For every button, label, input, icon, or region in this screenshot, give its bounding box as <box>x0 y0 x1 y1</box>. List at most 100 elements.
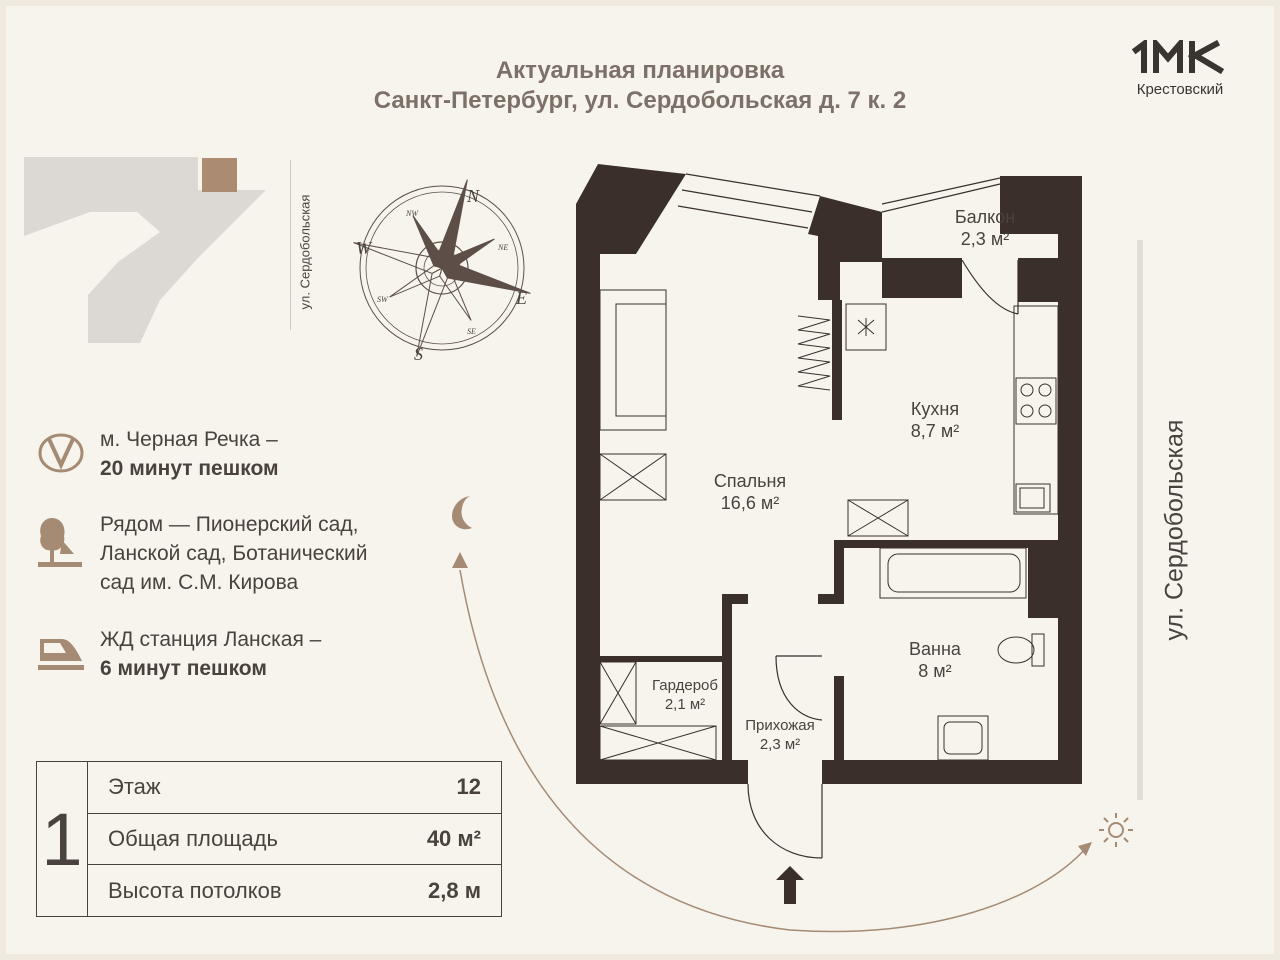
ventilation-icon <box>857 318 875 336</box>
bathroom-area: 8 м² <box>918 661 952 681</box>
park-tree-icon <box>38 518 82 567</box>
wall-balcony-right <box>1018 258 1082 302</box>
wall-bath-top <box>834 540 1060 548</box>
brand-mark-icon <box>1131 35 1225 75</box>
compass-nw: NW <box>405 209 419 218</box>
rail-line-1: ЖД станция Ланская – <box>100 628 322 651</box>
metro-line-2: 20 минут пешком <box>100 457 279 480</box>
site-building-highlight <box>202 158 237 192</box>
balcony-area: 2,3 м² <box>960 229 1010 249</box>
wardrobe-cabinet <box>599 661 637 725</box>
kitchen-name: Кухня <box>910 399 960 419</box>
floor-value: 12 <box>391 761 502 814</box>
compass-se: SE <box>467 327 476 336</box>
room-wardrobe: Гардероб 2,1 м² <box>640 676 730 714</box>
entry-door <box>747 655 823 859</box>
compass-e: E <box>515 288 527 308</box>
site-map <box>24 157 266 343</box>
parks-line-3: сад им. С.М. Кирова <box>100 571 299 594</box>
sun-icon <box>1099 813 1133 847</box>
kitchen-area: 8,7 м² <box>910 421 960 441</box>
train-icon <box>38 639 84 670</box>
wall-partition-kitchen <box>832 300 842 420</box>
apartment-stats-table: 1 Этаж 12 Общая площадь 40 м² Высота пот… <box>36 761 502 917</box>
compass-s: S <box>414 344 423 364</box>
room-bathroom: Ванна 8 м² <box>880 638 990 682</box>
wall-hall-left <box>722 594 732 766</box>
stove-icon <box>1015 377 1057 425</box>
room-kitchen: Кухня 8,7 м² <box>880 398 990 442</box>
compass-n: N <box>466 186 480 206</box>
kitchen-shaft <box>845 303 887 351</box>
toilet-icon <box>997 633 1045 667</box>
plan-furniture <box>599 289 1059 761</box>
compass-sw: SW <box>377 295 389 304</box>
wall-bath-left-lower <box>834 676 844 766</box>
area-label: Общая площадь <box>87 812 391 866</box>
parks-line-1: Рядом — Пионерский сад, <box>100 513 359 536</box>
room-count: 1 <box>36 761 88 917</box>
stats-row-height: Высота потолков 2,8 м <box>37 864 502 917</box>
wall-top-middle <box>808 196 882 300</box>
hall-cabinet <box>599 725 717 761</box>
window-bedroom <box>677 173 821 229</box>
balcony-door <box>961 259 1019 315</box>
wall-left <box>576 204 600 784</box>
bath-sink-icon <box>937 715 989 761</box>
arc-arrow-start-icon <box>452 552 468 568</box>
wall-bottom-left <box>576 760 748 784</box>
room-hallway: Прихожая 2,3 м² <box>730 716 830 754</box>
metro-info: м. Черная Речка – 20 минут пешком <box>36 425 456 485</box>
kitchen-counter <box>1013 305 1059 515</box>
metro-icon <box>38 433 84 473</box>
rail-line-2: 6 минут пешком <box>100 657 267 680</box>
cabinet-bedroom <box>599 453 667 501</box>
stats-row-floor: 1 Этаж 12 <box>36 761 502 917</box>
site-building <box>24 157 266 343</box>
entry-arrow-icon <box>776 866 804 904</box>
street-strip <box>1137 240 1143 800</box>
compass-w: W <box>356 238 373 258</box>
brand-logo: Крестовский <box>1124 35 1236 98</box>
hallway-area: 2,3 м² <box>759 736 801 753</box>
title-line-2: Санкт-Петербург, ул. Сердобольская д. 7 … <box>373 87 907 114</box>
height-value: 2,8 м <box>391 864 502 917</box>
wall-bath-shaft <box>1028 548 1060 618</box>
wardrobe-area: 2,1 м² <box>664 696 706 713</box>
floor-label: Этаж <box>87 761 391 814</box>
radiator-icon <box>797 315 831 391</box>
parks-line-2: Ланской сад, Ботанический <box>100 542 368 565</box>
title-line-1: Актуальная планировка <box>495 57 785 84</box>
rail-info: ЖД станция Ланская – 6 минут пешком <box>36 625 456 685</box>
wall-hall-top-right <box>818 594 844 604</box>
kitchen-sink-icon <box>1015 483 1051 513</box>
wall-balcony-left <box>882 258 962 298</box>
room-balcony: Балкон 2,3 м² <box>930 206 1040 250</box>
metro-line-1: м. Черная Речка – <box>100 428 278 451</box>
plan-windows <box>677 173 1001 229</box>
moon-icon <box>452 496 472 530</box>
bathroom-name: Ванна <box>909 639 961 659</box>
wardrobe-name: Гардероб <box>652 677 718 694</box>
bedroom-area: 16,6 м² <box>720 493 780 513</box>
hallway-name: Прихожая <box>745 717 815 734</box>
bathtub-icon <box>879 547 1027 599</box>
wall-hall-top <box>722 594 748 604</box>
height-label: Высота потолков <box>87 864 391 917</box>
sofa <box>599 289 667 431</box>
bedroom-name: Спальня <box>713 471 787 491</box>
parks-info: Рядом — Пионерский сад, Ланской сад, Бот… <box>36 510 456 600</box>
page-title: Актуальная планировка Санкт-Петербург, у… <box>280 56 1000 116</box>
brand-name: Крестовский <box>1136 81 1224 98</box>
wall-bath-left-upper <box>834 540 844 600</box>
compass-rose: N S E W NE NW SE SW <box>353 179 531 364</box>
room-bedroom: Спальня 16,6 м² <box>690 470 810 514</box>
window-balcony <box>881 177 1001 213</box>
sun-path-arc <box>459 569 1087 933</box>
arc-arrow-end-icon <box>1078 842 1092 856</box>
site-divider <box>290 160 291 330</box>
sofa-seat <box>615 303 667 417</box>
